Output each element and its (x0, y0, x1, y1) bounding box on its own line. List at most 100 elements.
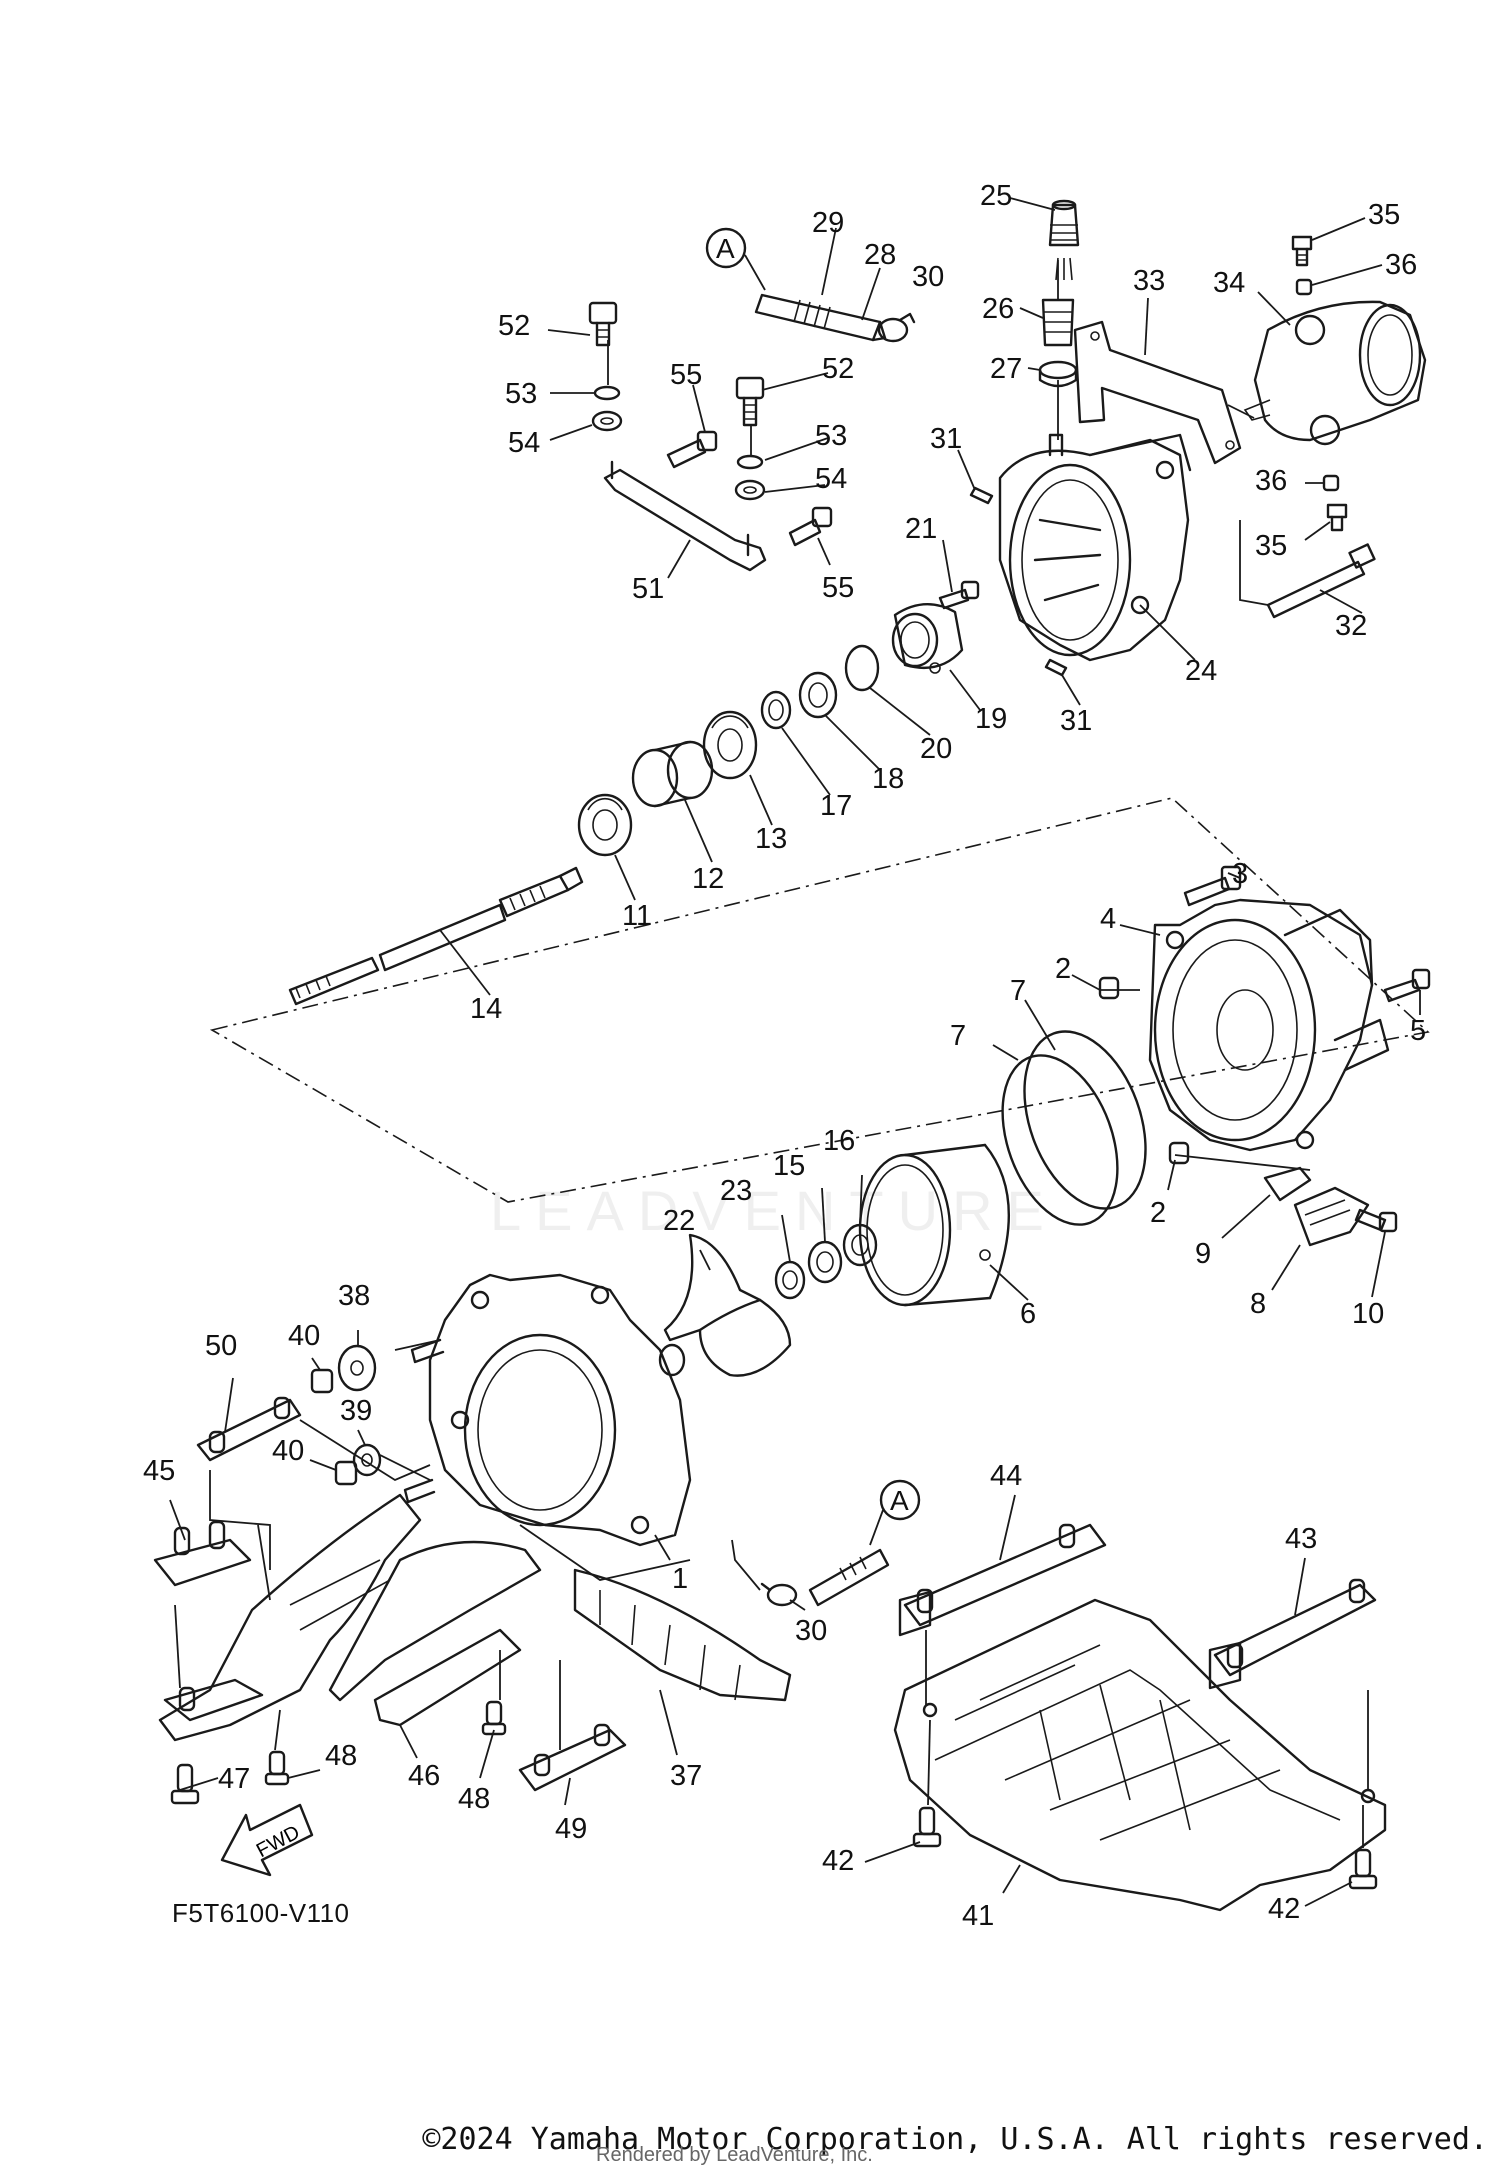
part-51-bracket (603, 460, 767, 572)
callout-2-top: 2 (1055, 953, 1071, 985)
part-14-drive-shaft (288, 866, 584, 1006)
part-48-bolt-right (481, 1700, 507, 1736)
callout-33: 33 (1133, 265, 1165, 297)
callout-12: 12 (692, 863, 724, 895)
callout-18: 18 (872, 763, 904, 795)
callout-22: 22 (663, 1205, 695, 1237)
callout-2-bottom: 2 (1150, 1197, 1166, 1229)
part-35-bolt-top (1291, 235, 1313, 267)
callout-47: 47 (218, 1763, 250, 1795)
callout-19: 19 (975, 703, 1007, 735)
part-33-cover-plate (1073, 320, 1242, 465)
callout-leaders (169, 197, 1421, 1907)
part-45-mount-top (153, 1520, 252, 1587)
callout-53-left: 53 (505, 378, 537, 410)
part-40-nut-bottom (334, 1460, 358, 1486)
part-55-bolt-right (788, 506, 833, 547)
callout-36-top: 36 (1385, 249, 1417, 281)
ref-a-circle-top (705, 227, 747, 269)
callout-8: 8 (1250, 1288, 1266, 1320)
callout-43: 43 (1285, 1523, 1317, 1555)
callout-48-right: 48 (458, 1783, 490, 1815)
callout-30-top: 30 (912, 261, 944, 293)
callout-31-top: 31 (930, 423, 962, 455)
diagram-code: F5T6100-V110 (172, 1898, 350, 1928)
callout-44: 44 (990, 1460, 1022, 1492)
callout-5: 5 (1410, 1015, 1426, 1047)
part-39-washer (352, 1443, 382, 1477)
part-54-washer-left (591, 410, 623, 432)
callout-53-right: 53 (815, 420, 847, 452)
callout-25: 25 (980, 180, 1012, 212)
callout-15: 15 (773, 1150, 805, 1182)
part-9-gasket (1263, 1166, 1312, 1202)
part-42-bolt-right (1348, 1848, 1378, 1890)
part-48-bolt-left (264, 1750, 290, 1786)
callout-54-right: 54 (815, 463, 847, 495)
part-4-impeller-housing (1148, 898, 1390, 1152)
callout-4: 4 (1100, 903, 1116, 935)
callout-27: 27 (990, 353, 1022, 385)
callout-45: 45 (143, 1455, 175, 1487)
callout-55-left: 55 (670, 359, 702, 391)
part-8-cover (1293, 1186, 1370, 1247)
part-10-bolt (1354, 1208, 1398, 1233)
part-19-cap (891, 602, 964, 674)
callout-7-left: 7 (950, 1020, 966, 1052)
part-52-bolt-right (735, 376, 765, 427)
callout-23: 23 (720, 1175, 752, 1207)
callout-40-bottom: 40 (272, 1435, 304, 1467)
part-53-washer-left (593, 385, 621, 401)
part-34-nozzle (1243, 300, 1427, 446)
callout-1: 1 (672, 1563, 688, 1595)
watermark: LEADVENTURE (490, 1179, 1058, 1242)
callout-28: 28 (864, 239, 896, 271)
connection-lines (174, 260, 1369, 1848)
fwd-arrow-icon: FWD (220, 1803, 314, 1877)
part-20-o-ring (844, 644, 880, 692)
callout-13: 13 (755, 823, 787, 855)
callout-20: 20 (920, 733, 952, 765)
part-24-pump-housing (998, 433, 1192, 662)
part-45-mount-bottom (163, 1678, 264, 1722)
part-17-washer (760, 690, 792, 730)
part-38-washer (337, 1344, 377, 1392)
callout-46: 46 (408, 1760, 440, 1792)
callout-6: 6 (1020, 1298, 1036, 1330)
callout-36-bottom: 36 (1255, 465, 1287, 497)
part-32-long-bolt (1266, 543, 1376, 619)
callout-42-left: 42 (822, 1845, 854, 1877)
callout-7-top: 7 (1010, 975, 1026, 1007)
part-46-ride-plate (158, 1493, 542, 1742)
part-53-washer-right (736, 454, 764, 470)
callout-17: 17 (820, 790, 852, 822)
part-23-washer (774, 1260, 806, 1300)
fwd-label: FWD (253, 1821, 304, 1862)
part-36-collar-bottom (1322, 474, 1340, 492)
callout-34: 34 (1213, 267, 1245, 299)
callout-16: 16 (823, 1125, 855, 1157)
rendered-by-notice: Rendered by LeadVenture, Inc. (596, 2144, 873, 2166)
part-18-bushing (798, 671, 838, 719)
part-11-bearing (577, 793, 633, 857)
part-15-seal (807, 1240, 843, 1284)
part-26-fitting (1041, 298, 1075, 347)
callout-52-left: 52 (498, 310, 530, 342)
ref-a-label-bottom: A (890, 1485, 909, 1516)
callout-50: 50 (205, 1330, 237, 1362)
callout-10: 10 (1352, 1298, 1384, 1330)
ref-a-circle-bottom (879, 1479, 921, 1521)
part-2-dowel-bottom (1168, 1141, 1190, 1165)
part-44-bar (898, 1523, 1107, 1637)
part-40-nut-top (310, 1368, 334, 1394)
part-37-sponge (573, 1568, 792, 1702)
callout-51: 51 (632, 573, 664, 605)
callout-9: 9 (1195, 1238, 1211, 1270)
callout-numbers: 29 28 30 25 26 27 33 34 35 36 36 35 32 5… (143, 180, 1426, 1932)
callout-21: 21 (905, 513, 937, 545)
part-42-bolt-left (912, 1806, 942, 1848)
callout-26: 26 (982, 293, 1014, 325)
callout-3: 3 (1232, 858, 1248, 890)
callout-39: 39 (340, 1395, 372, 1427)
